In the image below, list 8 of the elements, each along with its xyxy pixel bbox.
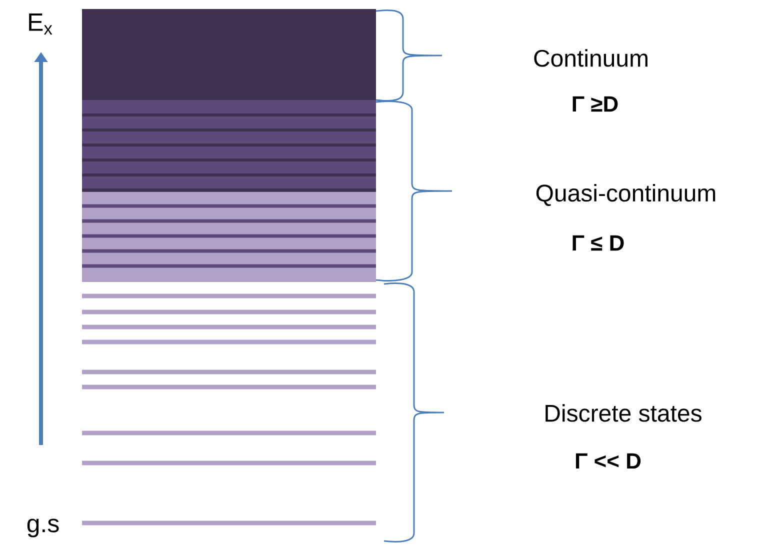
region-label: Quasi-continuum — [536, 184, 716, 206]
condition-label: Γ ≥D — [572, 96, 618, 112]
axis-label: E$_{x}$ — [29, 14, 52, 34]
condition-label: Γ << D — [576, 453, 641, 469]
region-label: Continuum — [534, 49, 648, 67]
axis-label: g.s — [27, 518, 59, 538]
condition-label: Γ ≤ D — [572, 235, 624, 251]
region-label: Discrete states — [546, 404, 702, 422]
